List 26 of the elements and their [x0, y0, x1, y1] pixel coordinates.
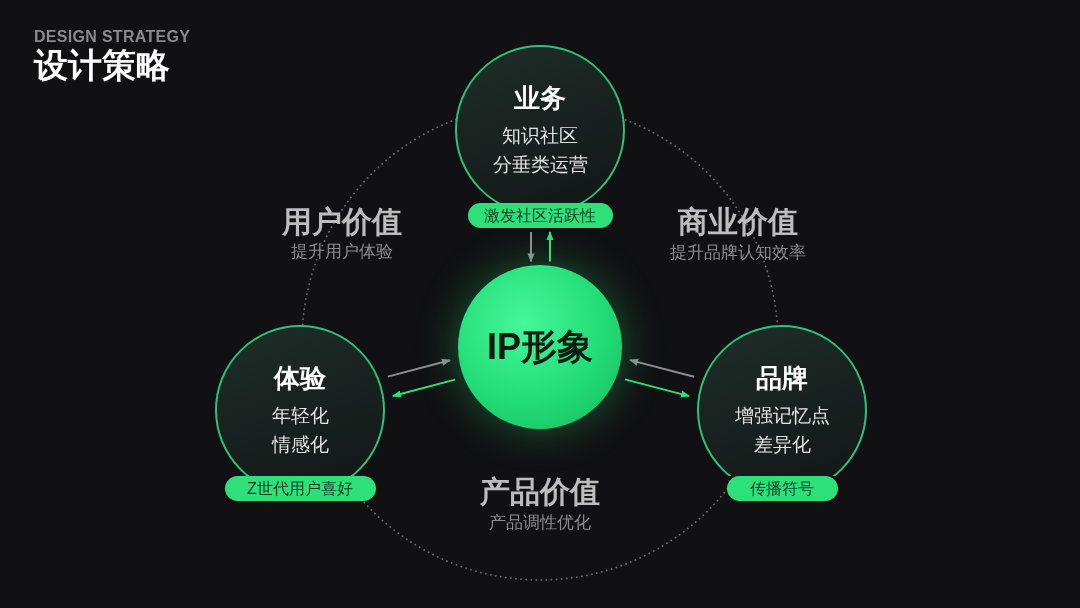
value-subtitle: 提升品牌认知效率 [670, 242, 806, 264]
page-title: 设计策略 [34, 45, 170, 85]
value-heading: 商业价值 [678, 204, 798, 240]
arrow [624, 378, 691, 398]
arrow [546, 231, 554, 263]
value-heading: 用户价值 [282, 204, 402, 240]
value-heading: 产品价值 [480, 474, 600, 510]
eyebrow-text: DESIGN STRATEGY [34, 27, 191, 46]
tag-pill: 激发社区活跃性 [467, 203, 613, 228]
circle-text: 分垂类运营 [492, 153, 588, 177]
circle-text: 年轻化 [271, 404, 329, 428]
circle-text: 情感化 [271, 433, 329, 457]
value-subtitle: 提升用户体验 [291, 241, 393, 263]
arrow [629, 358, 696, 378]
arrow [527, 231, 535, 263]
tag-pill: 传播符号 [726, 476, 838, 501]
circle-heading: 品牌 [756, 362, 808, 394]
value-subtitle: 产品调性优化 [489, 512, 591, 534]
circle-text: 差异化 [753, 433, 811, 457]
circle-heading: 体验 [274, 362, 326, 394]
arrow [386, 358, 451, 378]
circle-text: 增强记忆点 [734, 404, 830, 428]
circle-heading: 业务 [514, 82, 566, 114]
circle-text: 知识社区 [502, 124, 578, 148]
tag-pill: Z世代用户喜好 [224, 476, 376, 501]
arrow [391, 378, 457, 398]
